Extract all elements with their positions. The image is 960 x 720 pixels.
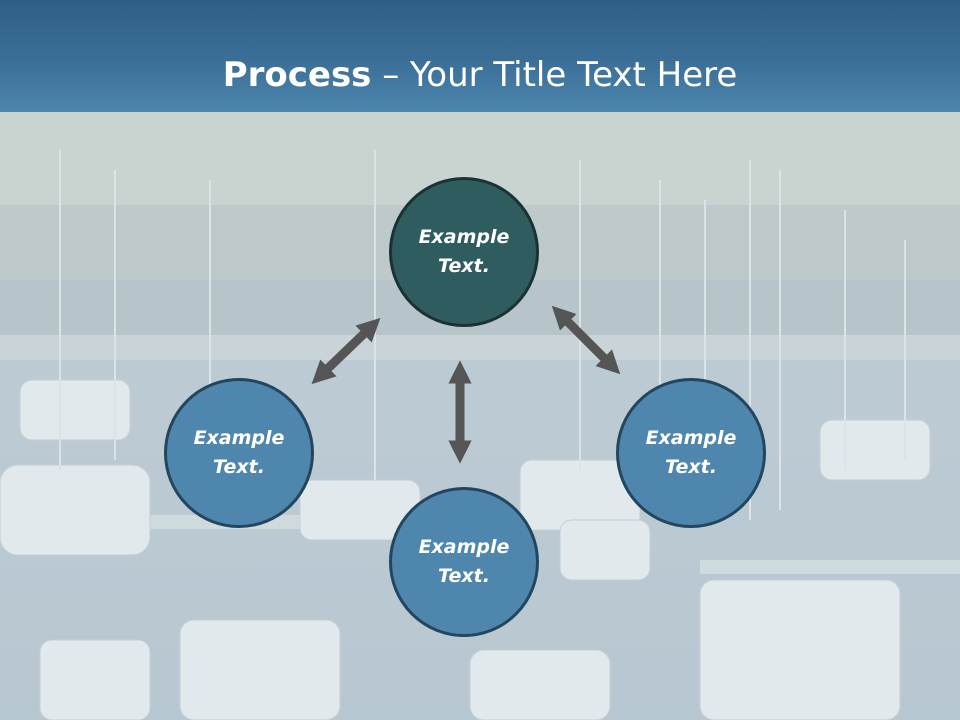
node-left-text: Example Text. [193,427,285,478]
node-right-text: Example Text. [645,427,737,478]
node-right: Example Text. [616,378,766,528]
node-top-text: Example Text. [418,226,510,277]
node-bottom: Example Text. [389,487,539,637]
title-rest: – Your Title Text Here [371,55,738,95]
title-bar [0,0,960,112]
node-top: Example Text. [389,177,539,327]
node-bottom-text: Example Text. [418,536,510,587]
title-bold: Process [222,55,372,95]
node-left: Example Text. [164,378,314,528]
slide-title: Process – Your Title Text Here [0,52,960,98]
